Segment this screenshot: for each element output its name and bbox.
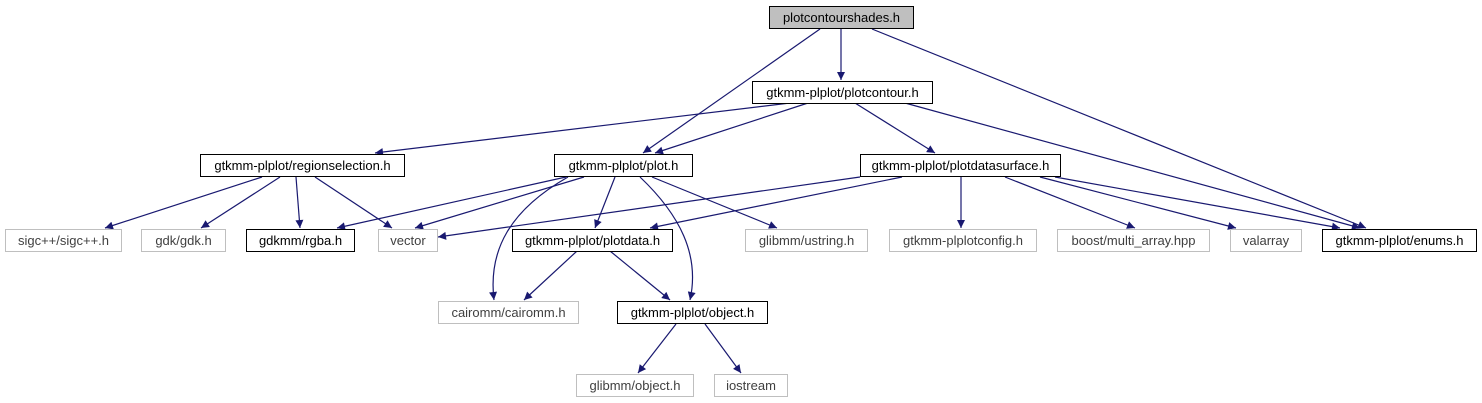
- edge-plotdatasurface-to-multiarray: [1004, 176, 1136, 229]
- node-box: [5, 229, 122, 252]
- node-plot[interactable]: gtkmm-plplot/plot.h: [554, 154, 693, 177]
- edge-plot-to-cairomm: [489, 176, 569, 301]
- node-label: gtkmm-plplot/regionselection.h: [214, 158, 390, 173]
- node-label: gdk/gdk.h: [155, 233, 211, 248]
- node-box: [860, 154, 1061, 177]
- node-label: glibmm/object.h: [589, 378, 680, 393]
- edge-plotdata-to-cairomm: [523, 250, 578, 301]
- edge-plot-to-ustring: [651, 176, 778, 229]
- node-multiarray: boost/multi_array.hpp: [1057, 229, 1210, 252]
- node-label: gtkmm-plplot/object.h: [631, 305, 755, 320]
- edge-regionselection-to-rgba: [295, 176, 304, 229]
- edge-plot-to-plotdata: [594, 176, 616, 229]
- node-label: gtkmm-plplot/plotdata.h: [525, 233, 660, 248]
- node-label: gtkmm-plplot/plotdatasurface.h: [872, 158, 1050, 173]
- edge-plotcontour-to-regionselection: [374, 102, 791, 157]
- node-enums[interactable]: gtkmm-plplot/enums.h: [1322, 229, 1477, 252]
- node-label: gdkmm/rgba.h: [259, 233, 342, 248]
- node-label: valarray: [1243, 233, 1290, 248]
- node-iostream: iostream: [714, 374, 788, 397]
- node-plotdata[interactable]: gtkmm-plplot/plotdata.h: [512, 229, 673, 252]
- node-cairomm: cairomm/cairomm.h: [438, 301, 579, 324]
- node-rgba[interactable]: gdkmm/rgba.h: [246, 229, 355, 252]
- node-box: [745, 229, 868, 252]
- node-box: [752, 81, 933, 104]
- node-object[interactable]: gtkmm-plplot/object.h: [617, 301, 768, 324]
- node-label: gtkmm-plplot/plot.h: [569, 158, 679, 173]
- edge-plotcontour-to-plot: [654, 102, 809, 155]
- node-label: boost/multi_array.hpp: [1071, 233, 1195, 248]
- node-ustring: glibmm/ustring.h: [745, 229, 868, 252]
- node-plotcontourshades[interactable]: plotcontourshades.h: [769, 6, 914, 29]
- edges: [104, 28, 1367, 374]
- node-label: gtkmm-plplot/enums.h: [1336, 233, 1464, 248]
- node-label: iostream: [726, 378, 776, 393]
- node-valarray: valarray: [1230, 229, 1302, 252]
- edge-plotdata-to-object: [609, 250, 671, 301]
- node-box: [1230, 229, 1302, 252]
- node-box: [889, 229, 1037, 252]
- node-plplotconfig: gtkmm-plplotconfig.h: [889, 229, 1037, 252]
- node-box: [1057, 229, 1210, 252]
- node-sigc: sigc++/sigc++.h: [5, 229, 122, 252]
- edge-plotcontour-to-enums: [904, 102, 1361, 230]
- node-box: [200, 154, 405, 177]
- edge-plotcontourshades-to-enums: [871, 28, 1367, 229]
- node-label: gtkmm-plplot/plotcontour.h: [766, 85, 918, 100]
- edge-plot-to-vector: [414, 176, 585, 230]
- node-box: [554, 154, 693, 177]
- node-label: plotcontourshades.h: [783, 10, 900, 25]
- edge-object-to-iostream: [704, 323, 742, 374]
- node-label: glibmm/ustring.h: [759, 233, 854, 248]
- node-plotdatasurface[interactable]: gtkmm-plplot/plotdatasurface.h: [860, 154, 1061, 177]
- node-box: [1322, 229, 1477, 252]
- node-box: [246, 229, 355, 252]
- node-gdk: gdk/gdk.h: [141, 229, 226, 252]
- edge-object-to-glibobject: [637, 323, 677, 374]
- node-vector: vector: [378, 229, 438, 252]
- node-box: [438, 301, 579, 324]
- edge-regionselection-to-vector: [314, 176, 393, 229]
- edge-plot-to-rgba: [336, 176, 567, 231]
- edge-regionselection-to-sigc: [104, 176, 263, 230]
- node-box: [512, 229, 673, 252]
- node-box: [576, 374, 694, 397]
- node-glibobject: glibmm/object.h: [576, 374, 694, 397]
- node-plotcontour[interactable]: gtkmm-plplot/plotcontour.h: [752, 81, 933, 104]
- edge-plotdatasurface-to-plotdata: [649, 176, 903, 231]
- edge-regionselection-to-gdk: [200, 176, 281, 229]
- edge-plot-to-object: [639, 176, 696, 301]
- node-box: [141, 229, 226, 252]
- node-box: [714, 374, 788, 397]
- edge-plotdatasurface-to-vector: [437, 176, 861, 240]
- node-label: sigc++/sigc++.h: [18, 233, 109, 248]
- node-regionselection[interactable]: gtkmm-plplot/regionselection.h: [200, 154, 405, 177]
- node-label: vector: [390, 233, 426, 248]
- node-box: [378, 229, 438, 252]
- node-label: gtkmm-plplotconfig.h: [903, 233, 1023, 248]
- edge-plotcontourshades-to-plot: [642, 28, 821, 154]
- edge-plotdatasurface-to-valarray: [1039, 176, 1237, 230]
- edge-plotdatasurface-to-enums: [1054, 176, 1341, 231]
- node-box: [617, 301, 768, 324]
- nodes: plotcontourshades.h gtkmm-plplot/plotcont…: [5, 6, 1477, 397]
- node-box: [769, 6, 914, 29]
- edge-plotcontour-to-plotdatasurface: [854, 102, 936, 154]
- node-label: cairomm/cairomm.h: [451, 305, 565, 320]
